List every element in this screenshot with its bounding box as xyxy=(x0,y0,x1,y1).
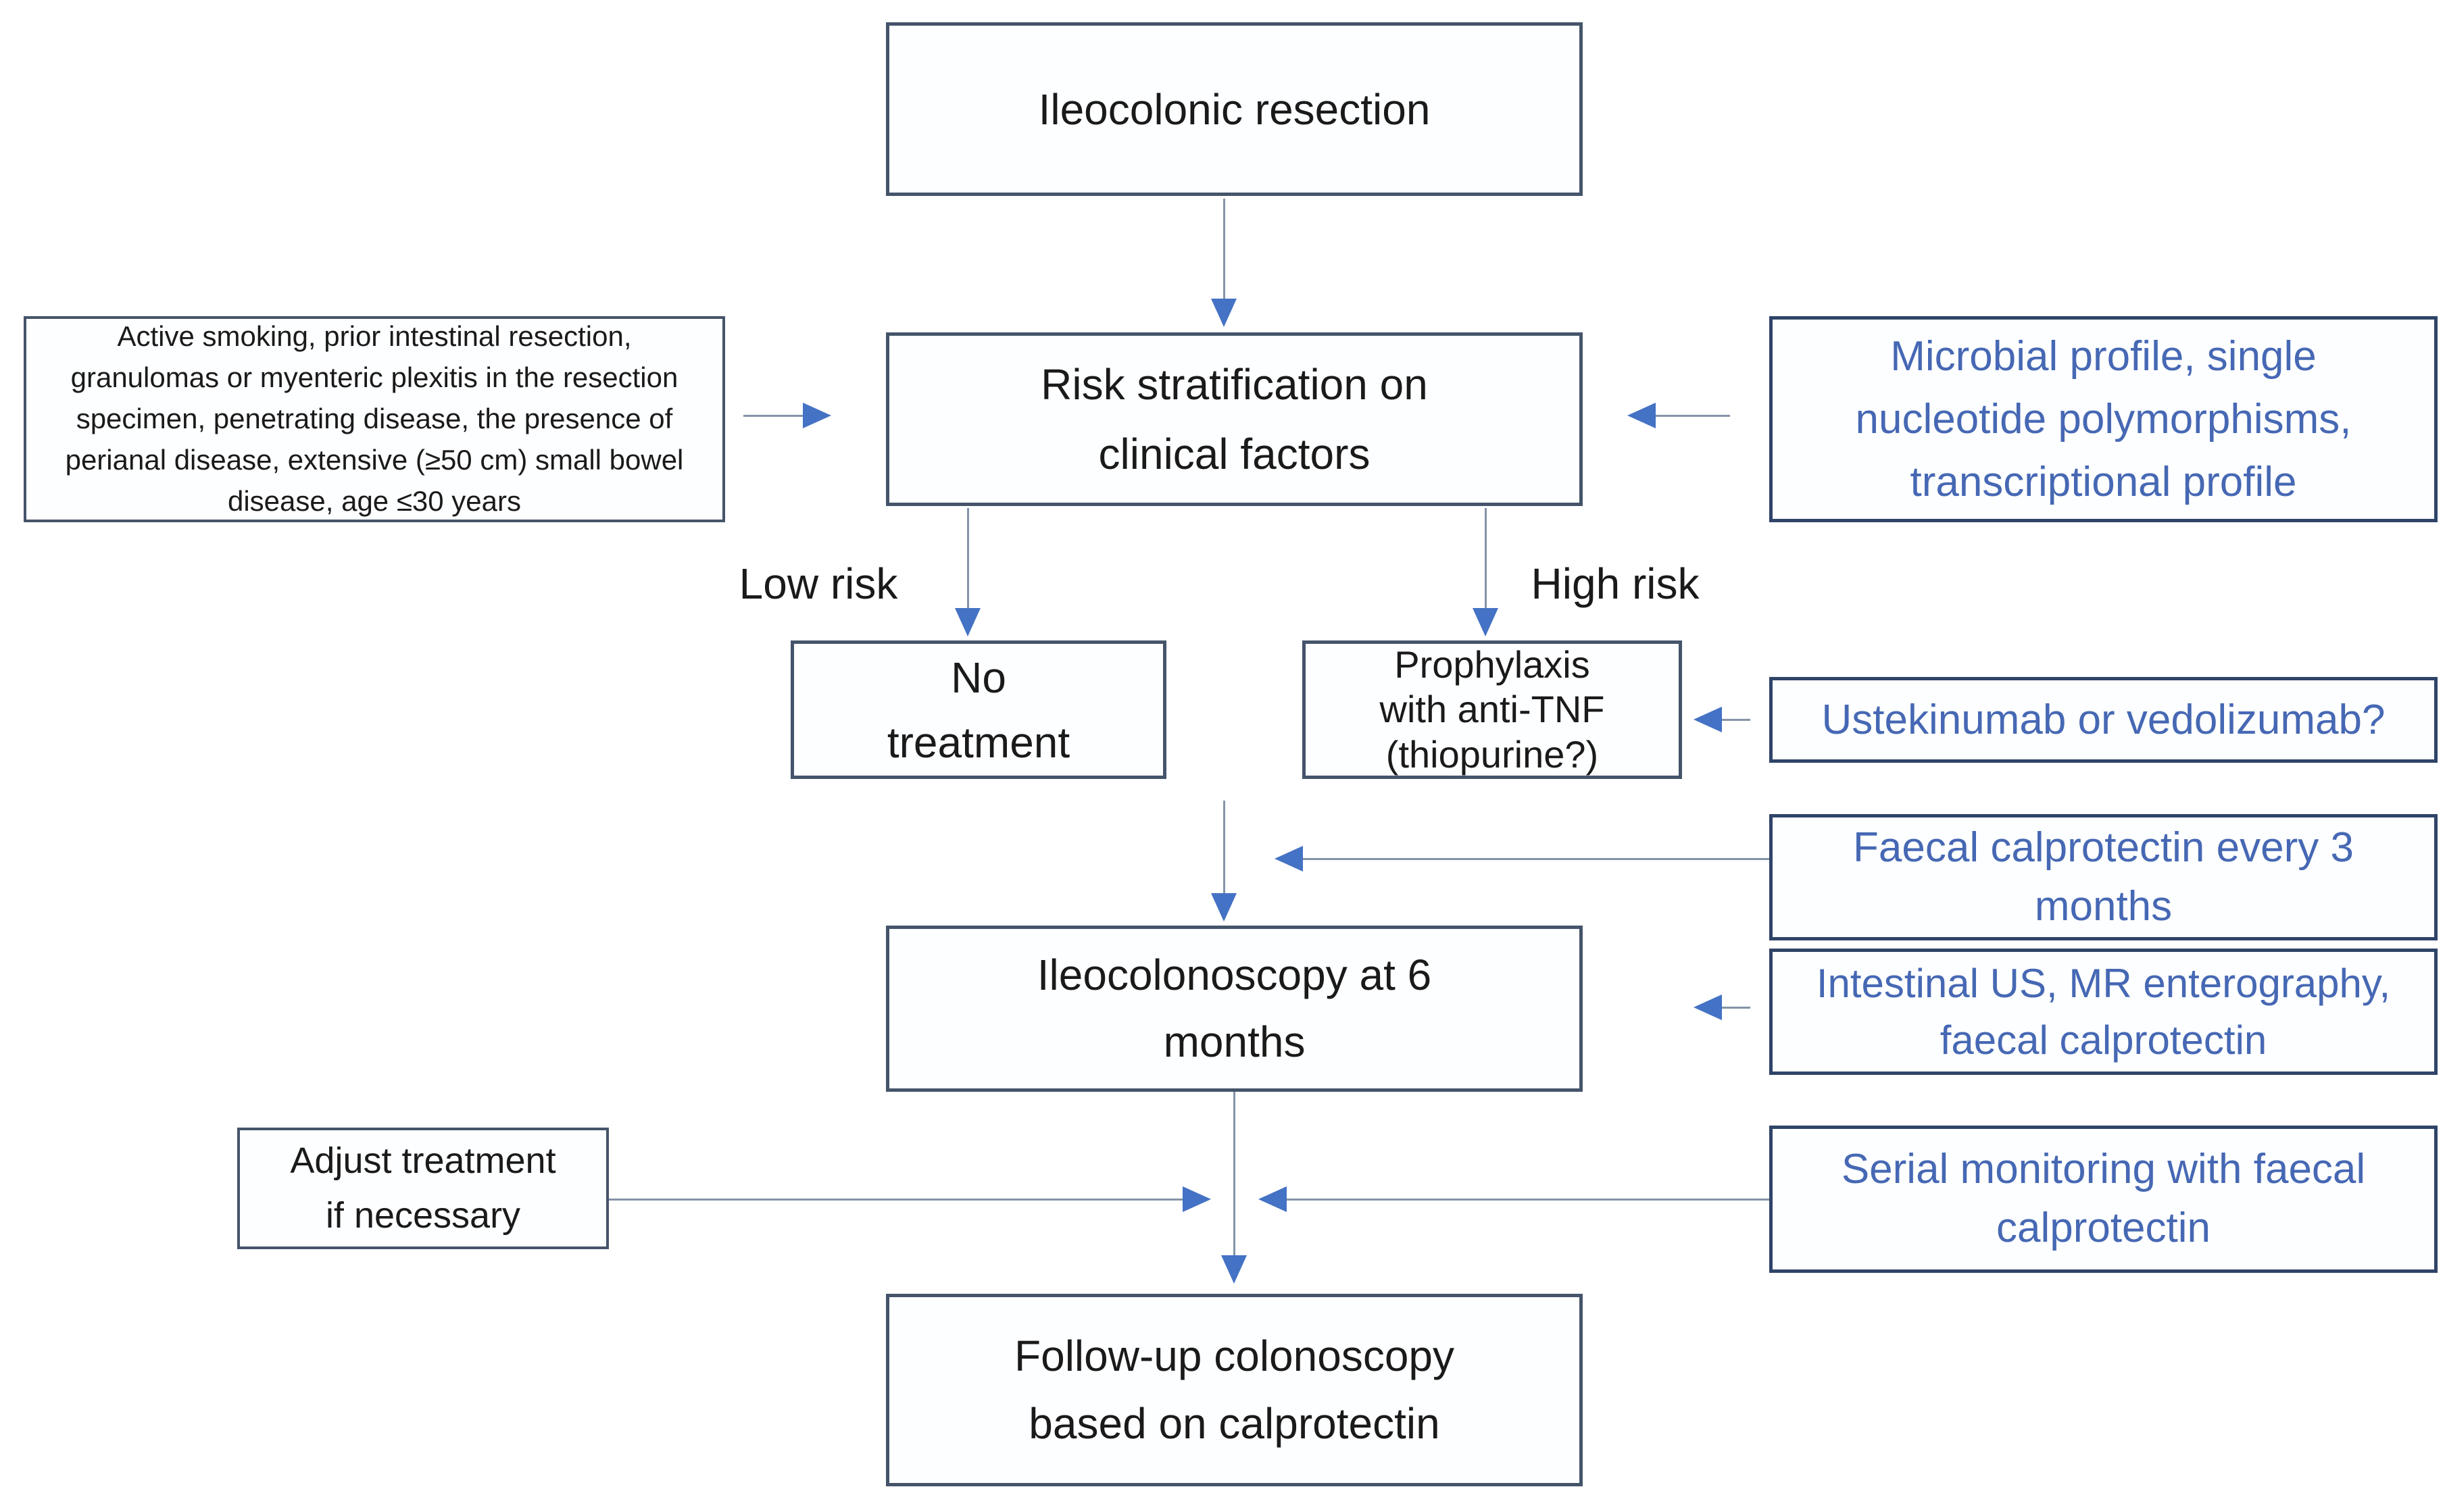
node-ileocolonoscopy-6-months: Ileocolonoscopy at 6 months xyxy=(886,926,1583,1092)
arrowhead-factors-to-risk xyxy=(803,403,831,428)
arrowhead-to-ileocolonoscopy xyxy=(1211,893,1237,922)
node-label: Faecal calprotectin every 3 months xyxy=(1853,824,2354,930)
node-ustekinumab-vedolizumab: Ustekinumab or vedolizumab? xyxy=(1769,677,2438,763)
arrowhead-ustekinumab-to-prophylaxis xyxy=(1694,707,1722,732)
node-label: Follow-up colonoscopy based on calprotec… xyxy=(1014,1332,1454,1448)
node-label: Ileocolonoscopy at 6 months xyxy=(1037,950,1432,1066)
node-label: Adjust treatment if necessary xyxy=(290,1140,556,1236)
node-clinical-risk-factors: Active smoking, prior intestinal resecti… xyxy=(24,316,725,522)
arrowhead-high-risk-branch xyxy=(1473,608,1498,636)
node-microbial-profile: Microbial profile, single nucleotide pol… xyxy=(1769,316,2438,522)
node-no-treatment: No treatment xyxy=(791,640,1166,779)
connector-intestinal-to-ileocolonoscopy xyxy=(1722,1007,1750,1009)
node-label: Ileocolonic resection xyxy=(1038,84,1431,134)
node-label: Ustekinumab or vedolizumab? xyxy=(1821,697,2386,743)
branch-label-low-risk: Low risk xyxy=(739,559,898,608)
connector-faecal3-to-flow xyxy=(1303,858,1769,860)
connector-factors-to-risk xyxy=(743,415,804,417)
connector-to-followup xyxy=(1233,1092,1235,1257)
arrowhead-to-followup xyxy=(1221,1255,1247,1284)
node-followup-colonoscopy: Follow-up colonoscopy based on calprotec… xyxy=(886,1294,1583,1486)
arrowhead-adjust-to-flow xyxy=(1183,1186,1211,1212)
connector-serial-to-flow xyxy=(1287,1199,1769,1201)
node-label: Active smoking, prior intestinal resecti… xyxy=(65,320,684,517)
node-intestinal-us-mr: Intestinal US, MR enterography, faecal c… xyxy=(1769,949,2438,1075)
connector-adjust-to-flow xyxy=(609,1199,1183,1201)
node-adjust-treatment: Adjust treatment if necessary xyxy=(237,1128,609,1249)
connector-ileocolonic-to-risk xyxy=(1223,199,1225,304)
connector-low-risk-branch xyxy=(967,508,969,611)
connector-microbial-to-risk xyxy=(1656,415,1730,417)
node-label: No treatment xyxy=(887,653,1070,767)
arrowhead-ileocolonic-to-risk xyxy=(1211,299,1237,327)
arrowhead-low-risk-branch xyxy=(955,608,981,636)
node-ileocolonic-resection: Ileocolonic resection xyxy=(886,22,1583,196)
node-serial-monitoring: Serial monitoring with faecal calprotect… xyxy=(1769,1126,2438,1273)
arrowhead-serial-to-flow xyxy=(1258,1186,1287,1212)
connector-ustekinumab-to-prophylaxis xyxy=(1722,719,1750,721)
connector-high-risk-branch xyxy=(1485,508,1487,611)
branch-label-high-risk: High risk xyxy=(1531,559,1700,608)
node-label: Serial monitoring with faecal calprotect… xyxy=(1841,1146,2366,1251)
arrowhead-microbial-to-risk xyxy=(1627,403,1656,428)
node-faecal-calprotectin-3-months: Faecal calprotectin every 3 months xyxy=(1769,814,2438,940)
connector-to-ileocolonoscopy xyxy=(1223,801,1225,894)
node-label: Risk stratification on clinical factors xyxy=(1041,360,1428,478)
arrowhead-intestinal-to-ileocolonoscopy xyxy=(1694,994,1722,1020)
arrowhead-faecal3-to-flow xyxy=(1275,846,1303,872)
node-prophylaxis-anti-tnf: Prophylaxis with anti-TNF (thiopurine?) xyxy=(1302,640,1682,779)
node-label: Intestinal US, MR enterography, faecal c… xyxy=(1816,960,2391,1063)
node-risk-stratification: Risk stratification on clinical factors xyxy=(886,332,1583,506)
node-label: Prophylaxis with anti-TNF (thiopurine?) xyxy=(1379,643,1605,776)
node-label: Microbial profile, single nucleotide pol… xyxy=(1855,333,2352,505)
